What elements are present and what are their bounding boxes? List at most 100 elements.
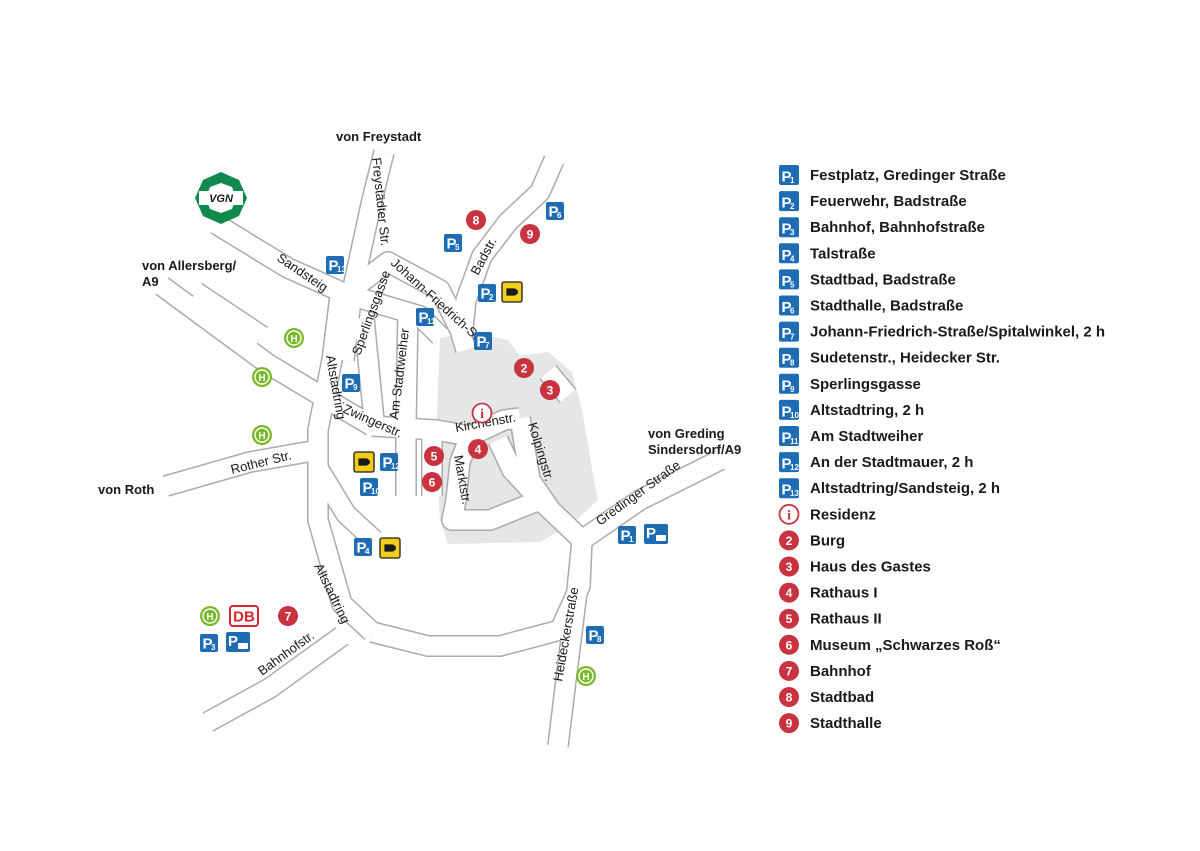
legend-poi-icon[interactable]: 3 — [779, 556, 799, 577]
legend-parking-icon[interactable]: P4 — [779, 243, 799, 264]
poi-circle-bg — [424, 446, 444, 466]
info-circle-bg — [778, 503, 800, 525]
parking-letter: P — [782, 247, 792, 264]
street-network — [155, 149, 725, 748]
parking-letter: P — [782, 351, 792, 368]
ev-charging-marker-north[interactable] — [501, 281, 523, 303]
parking-marker-1[interactable]: P1 — [618, 526, 636, 545]
poi-number: 8 — [473, 214, 480, 228]
db-logo-marker[interactable]: DB — [229, 605, 259, 627]
bus-stop-letter: H — [258, 431, 265, 442]
street-segment — [203, 628, 348, 731]
poi-number: 5 — [786, 612, 793, 626]
legend-poi-icon[interactable]: 7 — [779, 660, 799, 681]
legend-poi-icon[interactable]: 6 — [779, 634, 799, 655]
legend-poi-icon[interactable]: 9 — [779, 713, 799, 734]
parking-marker-8[interactable]: P8 — [586, 626, 604, 645]
legend-parking-icon[interactable]: P12 — [779, 452, 799, 473]
parking-sign-bg — [779, 478, 799, 499]
bus-parking-marker-bahnhof[interactable]: P — [226, 632, 250, 652]
bus-stop-ring — [254, 369, 270, 385]
poi-number: 2 — [786, 534, 793, 548]
poi-marker-4[interactable]: 4 — [468, 439, 488, 459]
legend-label: Altstadtring/Sandsteig, 2 h — [810, 480, 1000, 497]
plug-icon — [358, 458, 370, 466]
ev-charging-marker-center[interactable] — [353, 451, 375, 473]
legend-parking-icon[interactable]: P7 — [779, 321, 799, 343]
parking-marker-5[interactable]: P5 — [444, 234, 462, 253]
poi-marker-7[interactable]: 7 — [278, 606, 298, 626]
bus-parking-marker-festplatz[interactable]: P — [644, 524, 668, 544]
ev-charging-marker-south[interactable] — [379, 537, 401, 559]
legend-parking-icon[interactable]: P13 — [779, 478, 799, 499]
bus-stop-letter: H — [206, 612, 213, 623]
bus-stop-ring — [202, 608, 218, 624]
parking-marker-11[interactable]: P11 — [416, 308, 436, 327]
poi-marker-5[interactable]: 5 — [424, 446, 444, 466]
legend-parking-icon[interactable]: P9 — [779, 373, 799, 395]
poi-marker-3[interactable]: 3 — [540, 380, 560, 400]
info-letter: i — [787, 508, 791, 523]
bus-stop-marker-1[interactable]: H — [284, 328, 304, 348]
bus-icon — [656, 535, 666, 541]
parking-letter: P — [782, 403, 792, 420]
db-logo-text: DB — [233, 609, 255, 626]
poi-circle-bg — [468, 439, 488, 459]
parking-marker-10[interactable]: P10 — [360, 478, 380, 497]
poi-marker-2[interactable]: 2 — [514, 358, 534, 378]
legend-parking-icon[interactable]: P10 — [779, 399, 799, 421]
parking-sign-bg — [779, 191, 799, 212]
legend-parking-icon[interactable]: P2 — [779, 191, 799, 212]
legend-parking-icon[interactable]: P5 — [779, 269, 799, 290]
parking-sign-bg — [444, 234, 462, 252]
parking-marker-2[interactable]: P2 — [478, 284, 496, 303]
legend-parking-icon[interactable]: P3 — [779, 217, 799, 238]
parking-marker-3[interactable]: P3 — [200, 634, 218, 653]
poi-marker-9[interactable]: 9 — [520, 224, 540, 244]
parking-marker-13[interactable]: P13 — [326, 256, 346, 275]
legend-parking-icon[interactable]: P1 — [779, 165, 799, 186]
poi-circle-bg — [520, 224, 540, 244]
poi-number: 9 — [786, 717, 793, 731]
parking-marker-4[interactable]: P4 — [354, 538, 372, 557]
parking-sign-bg — [779, 295, 799, 316]
poi-number: 7 — [786, 664, 793, 678]
legend-parking-icon[interactable]: P6 — [779, 295, 799, 317]
destination-greding: von Greding — [648, 426, 725, 441]
parking-marker-7[interactable]: P7 — [474, 332, 492, 351]
bus-stop-marker-bahnhof[interactable]: H — [200, 606, 220, 626]
bus-stop-marker-2[interactable]: H — [252, 367, 272, 387]
info-marker-residenz[interactable]: i — [471, 402, 493, 424]
legend-poi-icon[interactable]: 2 — [779, 530, 799, 551]
poi-circle-bg — [422, 472, 442, 492]
poi-marker-8[interactable]: 8 — [466, 210, 486, 230]
legend-parking-icon[interactable]: P8 — [779, 347, 799, 369]
destination-allersberg-a9: A9 — [142, 274, 159, 289]
parking-marker-12[interactable]: P12 — [380, 453, 400, 472]
legend-parking-icon[interactable]: P11 — [779, 426, 799, 447]
street-segment — [452, 156, 563, 339]
legend-poi-icon[interactable]: 8 — [779, 687, 799, 707]
legend-poi-icon[interactable]: 5 — [779, 608, 799, 629]
legend-poi-icon[interactable]: 4 — [779, 582, 799, 603]
parking-letter: P — [782, 195, 792, 212]
parking-marker-6[interactable]: P6 — [546, 202, 564, 221]
parking-sign-bg — [354, 538, 372, 556]
poi-circle-bg — [779, 582, 799, 603]
bus-stop-marker-heidecker[interactable]: H — [576, 666, 596, 686]
parking-marker-9[interactable]: P9 — [342, 374, 360, 393]
legend-info-icon[interactable]: i — [778, 503, 800, 525]
parking-number: 9 — [353, 383, 358, 392]
parking-sign-bg — [779, 426, 799, 446]
poi-marker-6[interactable]: 6 — [422, 472, 442, 492]
legend-label: Burg — [810, 532, 845, 549]
street-segment — [354, 317, 384, 421]
parking-number: 10 — [371, 487, 380, 496]
bus-stop-marker-3[interactable]: H — [252, 425, 272, 445]
parking-number: 6 — [557, 211, 562, 220]
